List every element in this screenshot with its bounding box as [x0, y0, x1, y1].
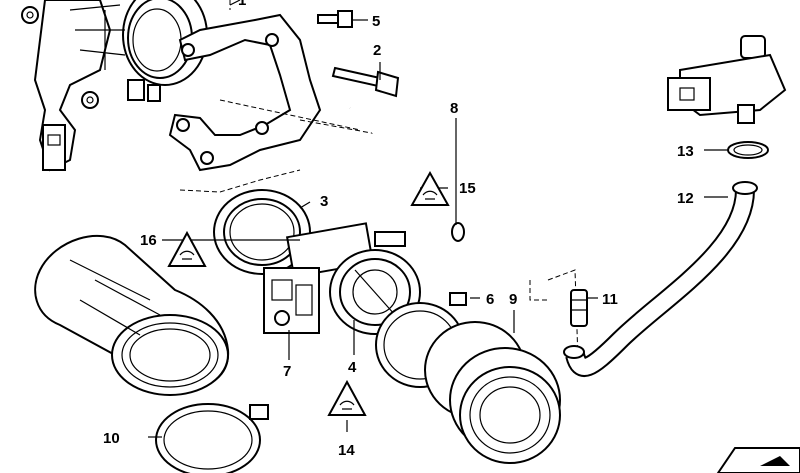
part-label-7: 7: [283, 363, 291, 380]
warning-triangle-icon: [327, 379, 367, 416]
breather-hose-8: [348, 102, 557, 242]
bolt-5-shape: [317, 10, 353, 28]
part-label-11: 11: [602, 291, 618, 308]
part-label-3: 3: [320, 193, 328, 210]
vent-hose-12: [563, 181, 758, 377]
part-label-8: 8: [450, 100, 458, 117]
part-label-14: 14: [338, 442, 355, 459]
throttle-actuator-7: [263, 267, 320, 334]
part-label-9: 9: [509, 291, 517, 308]
intake-bellows-9: [424, 321, 561, 464]
part-label-10: 10: [103, 430, 120, 447]
part-label-2: 2: [373, 42, 381, 59]
hose-clamp-13: [727, 141, 769, 159]
warning-triangle-icon: [410, 170, 450, 206]
part-label-13: 13: [677, 143, 694, 160]
bolt-2-shape: [331, 66, 400, 98]
part-label-4: 4: [348, 359, 357, 376]
part-label-16: 16: [140, 232, 157, 249]
part-label-15: 15: [459, 180, 476, 197]
throttle-body-assembly: [21, 0, 208, 172]
part-label-6: 6: [486, 291, 494, 308]
warning-triangle-icon: [167, 230, 207, 267]
part-label-1: 1: [238, 0, 246, 9]
part-labels: 1 2 3 4 5 6 7 8 9 10 11 12 13 14 15 16: [103, 0, 694, 459]
part-label-5: 5: [372, 13, 380, 30]
direction-arrow-icon: [716, 447, 800, 473]
intake-boot-10: [34, 235, 230, 396]
sealing-ring-3: [213, 189, 311, 275]
throttle-valve-4: [285, 222, 421, 335]
throttle-gasket-bracket: [168, 13, 322, 172]
part-label-12: 12: [677, 190, 694, 207]
hose-clamp-10: [155, 403, 269, 473]
connector-11: [570, 289, 588, 327]
vent-valve: [667, 35, 787, 124]
